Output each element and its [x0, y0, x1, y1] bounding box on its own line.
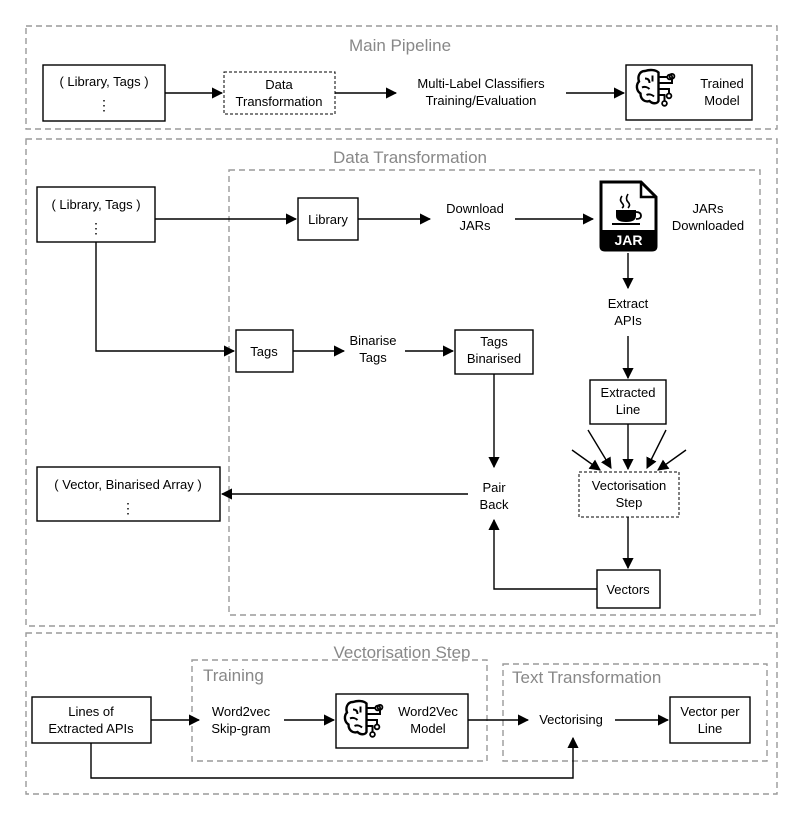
vectorising-label: Vectorising — [539, 712, 603, 727]
vectorisation-step-box — [578, 471, 680, 518]
download-jars-line2: JARs — [459, 218, 491, 233]
mp-data-transformation-box — [223, 71, 336, 115]
text-transformation-title: Text Transformation — [512, 668, 661, 687]
mp-data-transformation-line2: Transformation — [236, 94, 323, 109]
word2vec-model-box — [335, 693, 469, 749]
word2vec-model-line1: Word2Vec — [398, 704, 458, 719]
word2vec-model-line2: Model — [410, 721, 446, 736]
arrow-lines-to-vectorising — [90, 736, 579, 779]
mp-data-transformation-line1: Data — [265, 77, 293, 92]
mp-trained-model-line2: Model — [704, 93, 740, 108]
arrow-vectors-to-pair-back — [488, 518, 597, 590]
tags-box — [235, 329, 294, 373]
arrow-input-to-tags — [95, 242, 236, 357]
vectorisation-step-frame — [25, 632, 778, 795]
jars-downloaded-line2: Downloaded — [672, 218, 744, 233]
mp-input-box — [42, 64, 166, 122]
dt-input-ellipsis: ⋮ — [89, 220, 103, 236]
mp-trained-model-line1: Trained — [700, 76, 744, 91]
training-title: Training — [203, 666, 264, 685]
binarise-tags-line1: Binarise — [350, 333, 397, 348]
extracted-line-line2: Line — [616, 402, 641, 417]
dt-output-ellipsis: ⋮ — [121, 500, 135, 516]
training-frame — [191, 659, 488, 762]
lines-of-apis-box — [31, 696, 152, 744]
lines-of-apis-line2: Extracted APIs — [48, 721, 134, 736]
vectors-label: Vectors — [606, 582, 650, 597]
tags-binarised-line2: Binarised — [467, 351, 521, 366]
data-transformation-frame — [25, 138, 778, 627]
pair-back-line2: Back — [480, 497, 509, 512]
mp-classifiers-line1: Multi-Label Classifiers — [417, 76, 545, 91]
mp-trained-model-box — [625, 64, 753, 121]
text-transformation-frame — [502, 663, 768, 762]
arrow-fan-1 — [587, 429, 612, 469]
word2vec-skipgram-line1: Word2vec — [212, 704, 271, 719]
vectorisation-step-title: Vectorisation Step — [333, 643, 470, 662]
binarise-tags-line2: Tags — [359, 350, 387, 365]
main-pipeline-title: Main Pipeline — [349, 36, 451, 55]
mp-input-label: ( Library, Tags ) — [59, 74, 148, 89]
vector-per-line-box — [669, 696, 751, 744]
library-box — [297, 197, 359, 241]
dt-output-box — [36, 466, 221, 522]
extract-apis-line1: Extract — [608, 296, 649, 311]
dt-output-label: ( Vector, Binarised Array ) — [54, 477, 201, 492]
library-label: Library — [308, 212, 348, 227]
arrow-fan-2 — [571, 449, 601, 471]
mp-input-ellipsis: ⋮ — [97, 97, 111, 113]
tags-label: Tags — [250, 344, 278, 359]
java-jar-file-icon: JAR — [599, 180, 658, 252]
arrow-fan-3 — [646, 429, 667, 470]
download-jars-line1: Download — [446, 201, 504, 216]
vectorisation-step-line1: Vectorisation — [592, 478, 666, 493]
extracted-line-line1: Extracted — [601, 385, 656, 400]
vectorisation-step-line2: Step — [616, 495, 643, 510]
vector-per-line-line1: Vector per — [680, 704, 740, 719]
pair-back-line1: Pair — [482, 480, 506, 495]
data-transformation-title: Data Transformation — [333, 148, 487, 167]
word2vec-skipgram-line2: Skip-gram — [211, 721, 270, 736]
extract-apis-line2: APIs — [614, 313, 642, 328]
tags-binarised-line1: Tags — [480, 334, 508, 349]
vectors-box — [596, 569, 661, 609]
mp-classifiers-line2: Training/Evaluation — [426, 93, 537, 108]
vector-per-line-line2: Line — [698, 721, 723, 736]
jar-icon-text: JAR — [614, 232, 642, 248]
data-transformation-inner-frame — [228, 169, 761, 616]
dt-input-label: ( Library, Tags ) — [51, 197, 140, 212]
jars-downloaded-line1: JARs — [692, 201, 724, 216]
main-pipeline-frame — [25, 25, 778, 130]
lines-of-apis-line1: Lines of — [68, 704, 114, 719]
arrow-fan-4 — [657, 449, 687, 471]
